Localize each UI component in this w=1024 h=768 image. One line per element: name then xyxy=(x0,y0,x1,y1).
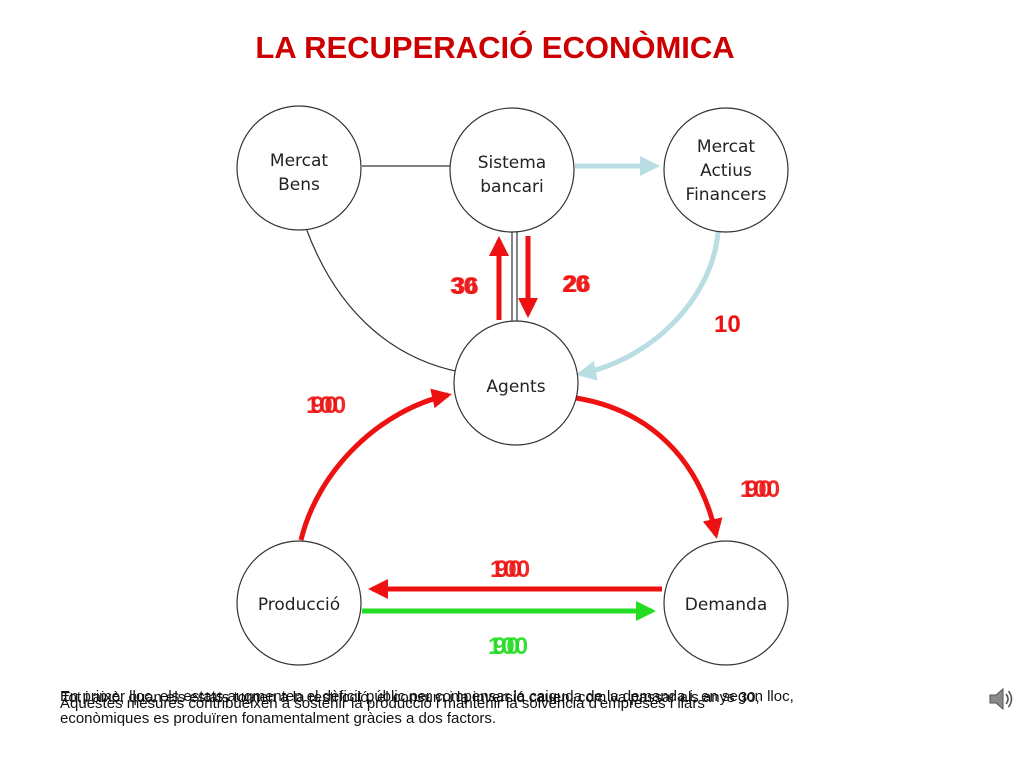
value-label: 100 xyxy=(740,476,780,503)
value-label: 90 xyxy=(493,633,520,660)
caption-line: Tot i això, quan els estats tornen a la … xyxy=(61,689,760,706)
label-bank-down: 20 26 xyxy=(562,271,591,298)
node-label: Producció xyxy=(258,595,340,615)
node-label: Actius xyxy=(700,161,752,181)
node-label: Mercat xyxy=(270,151,329,171)
node-label: Agents xyxy=(486,377,545,397)
label-bank-up: 30 36 xyxy=(450,273,479,300)
node-demanda: Demanda xyxy=(663,540,789,666)
arrow-produccio-to-agents xyxy=(298,388,452,541)
speaker-icon[interactable] xyxy=(986,684,1016,714)
caption-line: Aquestes mesures contribueixen a sosteni… xyxy=(60,695,705,712)
node-label: Bens xyxy=(278,175,320,195)
node-produccio: Producció xyxy=(236,540,362,666)
node-agents: Agents xyxy=(453,320,579,446)
node-label: Mercat xyxy=(697,137,756,157)
value-label: 100 xyxy=(488,633,528,660)
node-sistema-bancari: Sistema bancari xyxy=(449,107,575,233)
connector-bens-agents xyxy=(305,227,461,373)
caption-line: En primer lloc, els estats augmenten el … xyxy=(60,688,794,705)
value-label: 90 xyxy=(495,556,522,583)
value-label: 36 xyxy=(452,273,479,300)
page-title: LA RECUPERACIÓ ECONÒMICA xyxy=(255,30,735,65)
arrow-agents-to-demanda xyxy=(575,395,723,539)
node-label: bancari xyxy=(480,177,543,197)
node-label: Demanda xyxy=(685,595,768,615)
value-label: 26 xyxy=(564,271,591,298)
value-label: 30 xyxy=(450,273,477,300)
value-label: 90 xyxy=(745,476,772,503)
value-label: 100 xyxy=(306,392,346,419)
node-label: Sistema xyxy=(478,153,546,173)
value-label: 100 xyxy=(490,556,530,583)
arrow-financers-to-agents xyxy=(576,231,721,381)
label-green-bottom: 100 90 xyxy=(488,633,528,660)
label-financers-flow: 10 xyxy=(714,311,741,338)
label-red-bottom: 100 90 xyxy=(490,556,530,583)
value-label: 20 xyxy=(562,271,589,298)
node-mercat-bens: Mercat Bens xyxy=(236,105,362,231)
value-label: 90 xyxy=(311,392,338,419)
node-mercat-actius-financers: Mercat Actius Financers xyxy=(663,107,789,233)
label-left-flow: 100 90 xyxy=(306,392,346,419)
node-label: Financers xyxy=(686,185,767,205)
label-right-flow: 100 90 xyxy=(740,476,780,503)
caption-line: econòmiques es produïren fonamentalment … xyxy=(60,710,497,727)
